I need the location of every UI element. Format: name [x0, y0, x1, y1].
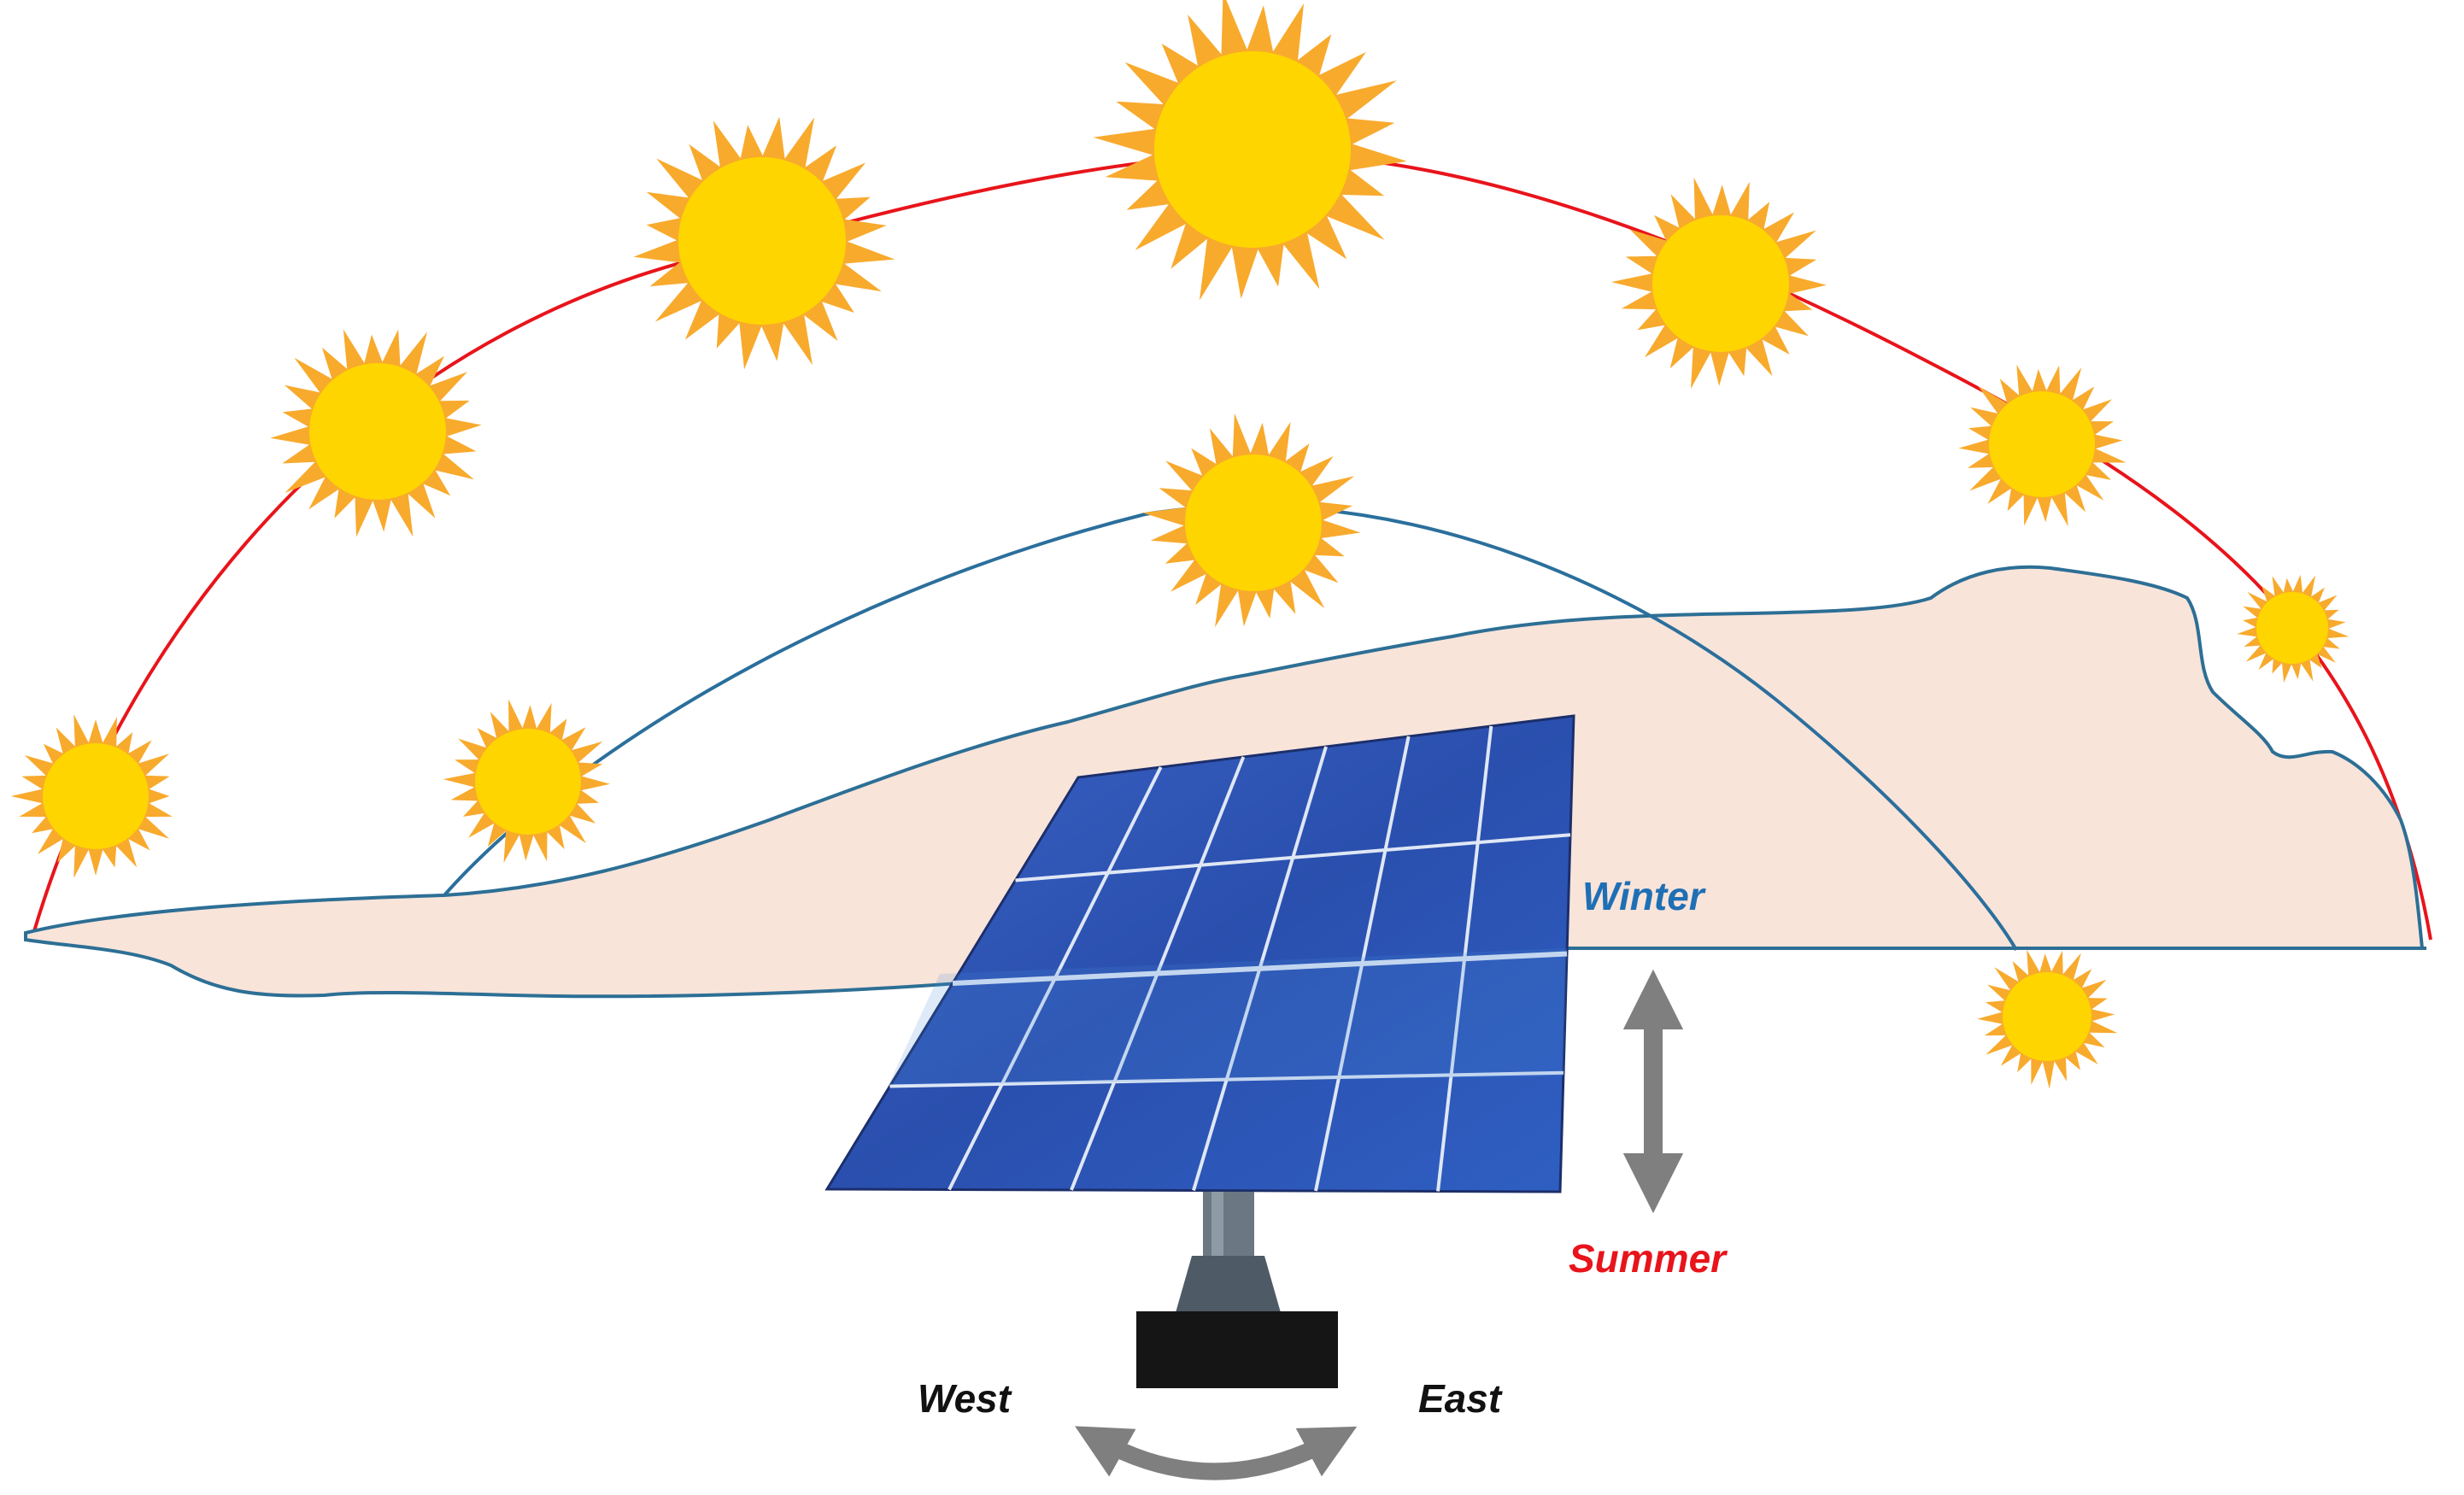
east-label: East	[1418, 1376, 1502, 1421]
sun-icon	[1142, 413, 1361, 628]
sun-icon	[633, 116, 895, 370]
summer-label: Summer	[1569, 1236, 1727, 1281]
panel-cell-grid	[889, 725, 1571, 1192]
sun-icon	[443, 699, 611, 864]
winter-label: Winter	[1582, 874, 1704, 918]
double-arrow-curved-icon	[1075, 1426, 1358, 1480]
sun-icon	[1610, 177, 1827, 390]
sun-icon	[1093, 0, 1407, 301]
sun-icon	[1958, 364, 2127, 527]
west-label: West	[918, 1376, 1012, 1421]
winter-sun-path	[443, 504, 2018, 952]
sun-icon	[1977, 949, 2118, 1089]
sun-icon	[270, 329, 482, 537]
solar-panel-icon	[824, 714, 1575, 1388]
sun-icon	[10, 714, 173, 878]
panel-base	[1136, 1311, 1338, 1388]
sun-positions	[10, 0, 2350, 1089]
sun-icon	[2237, 574, 2350, 683]
